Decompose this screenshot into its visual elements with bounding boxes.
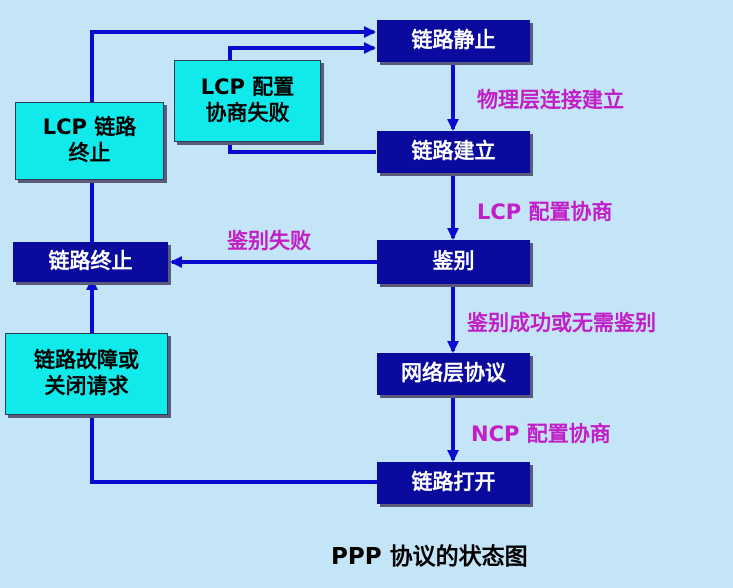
label-auth-fail: 鉴别失败 — [227, 229, 311, 253]
event-link-fail-or-close: 链路故障或 关闭请求 — [5, 333, 168, 415]
state-open: 链路打开 — [377, 462, 530, 504]
event-lcp-config-fail: LCP 配置 协商失败 — [174, 60, 321, 142]
label-physical-up: 物理层连接建立 — [477, 88, 624, 112]
event-lcp-link-terminate: LCP 链路 终止 — [15, 102, 164, 180]
state-terminate: 链路终止 — [13, 242, 168, 282]
state-establish: 链路建立 — [377, 131, 530, 173]
state-dead: 链路静止 — [377, 20, 530, 62]
diagram-caption: PPP 协议的状态图 — [331, 544, 528, 570]
state-network-layer: 网络层协议 — [377, 353, 530, 395]
state-authenticate: 鉴别 — [377, 240, 530, 284]
label-auth-success: 鉴别成功或无需鉴别 — [467, 311, 656, 335]
label-lcp-negotiate: LCP 配置协商 — [477, 200, 613, 224]
label-ncp-negotiate: NCP 配置协商 — [471, 422, 611, 446]
